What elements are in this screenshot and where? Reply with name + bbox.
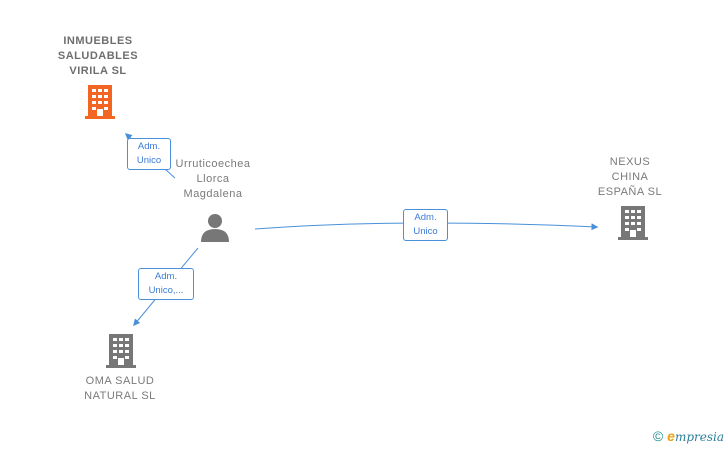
company-label-oma[interactable]: OMA SALUD NATURAL SL bbox=[70, 374, 170, 404]
brand-logo: empresia bbox=[667, 428, 724, 444]
edge-label-to-oma[interactable]: Adm. Unico,... bbox=[138, 268, 194, 300]
person-label[interactable]: Urruticoechea Llorca Magdalena bbox=[158, 157, 268, 202]
company-label-line: SALUDABLES bbox=[57, 50, 139, 62]
edge-label-line: Adm. bbox=[154, 271, 178, 282]
brand-name: mpresia bbox=[674, 430, 724, 444]
edge-label-line: Unico bbox=[136, 155, 162, 166]
company-label-line: VIRILA SL bbox=[69, 65, 127, 77]
building-icon[interactable] bbox=[106, 334, 136, 368]
edge-label-line: Unico,... bbox=[148, 285, 184, 296]
building-icon[interactable] bbox=[618, 206, 648, 240]
company-label-line: NEXUS bbox=[609, 156, 651, 168]
company-label-line: NATURAL SL bbox=[84, 390, 156, 402]
edge-label-to-nexus[interactable]: Adm. Unico bbox=[403, 209, 448, 241]
company-label-line: INMUEBLES bbox=[63, 35, 133, 47]
edge-label-line: Adm. bbox=[137, 141, 161, 152]
company-label-line: OMA SALUD bbox=[85, 375, 155, 387]
company-label-inmuebles[interactable]: INMUEBLES SALUDABLES VIRILA SL bbox=[38, 34, 158, 79]
edge-label-line: Unico bbox=[413, 226, 438, 237]
building-icon[interactable] bbox=[85, 85, 115, 119]
brand-initial: e bbox=[667, 428, 675, 444]
person-icon[interactable] bbox=[200, 212, 230, 242]
person-label-line: Llorca bbox=[196, 173, 230, 185]
person-label-line: Magdalena bbox=[183, 188, 243, 200]
footer-brand: © empresia bbox=[653, 428, 724, 444]
edge-label-to-inmuebles[interactable]: Adm. Unico bbox=[127, 138, 171, 170]
company-label-line: CHINA bbox=[611, 171, 649, 183]
edge-label-line: Adm. bbox=[414, 212, 437, 223]
copyright-icon: © bbox=[652, 428, 664, 444]
company-label-line: ESPAÑA SL bbox=[597, 186, 663, 198]
person-label-line: Urruticoechea bbox=[175, 158, 251, 170]
company-label-nexus[interactable]: NEXUS CHINA ESPAÑA SL bbox=[580, 155, 680, 200]
